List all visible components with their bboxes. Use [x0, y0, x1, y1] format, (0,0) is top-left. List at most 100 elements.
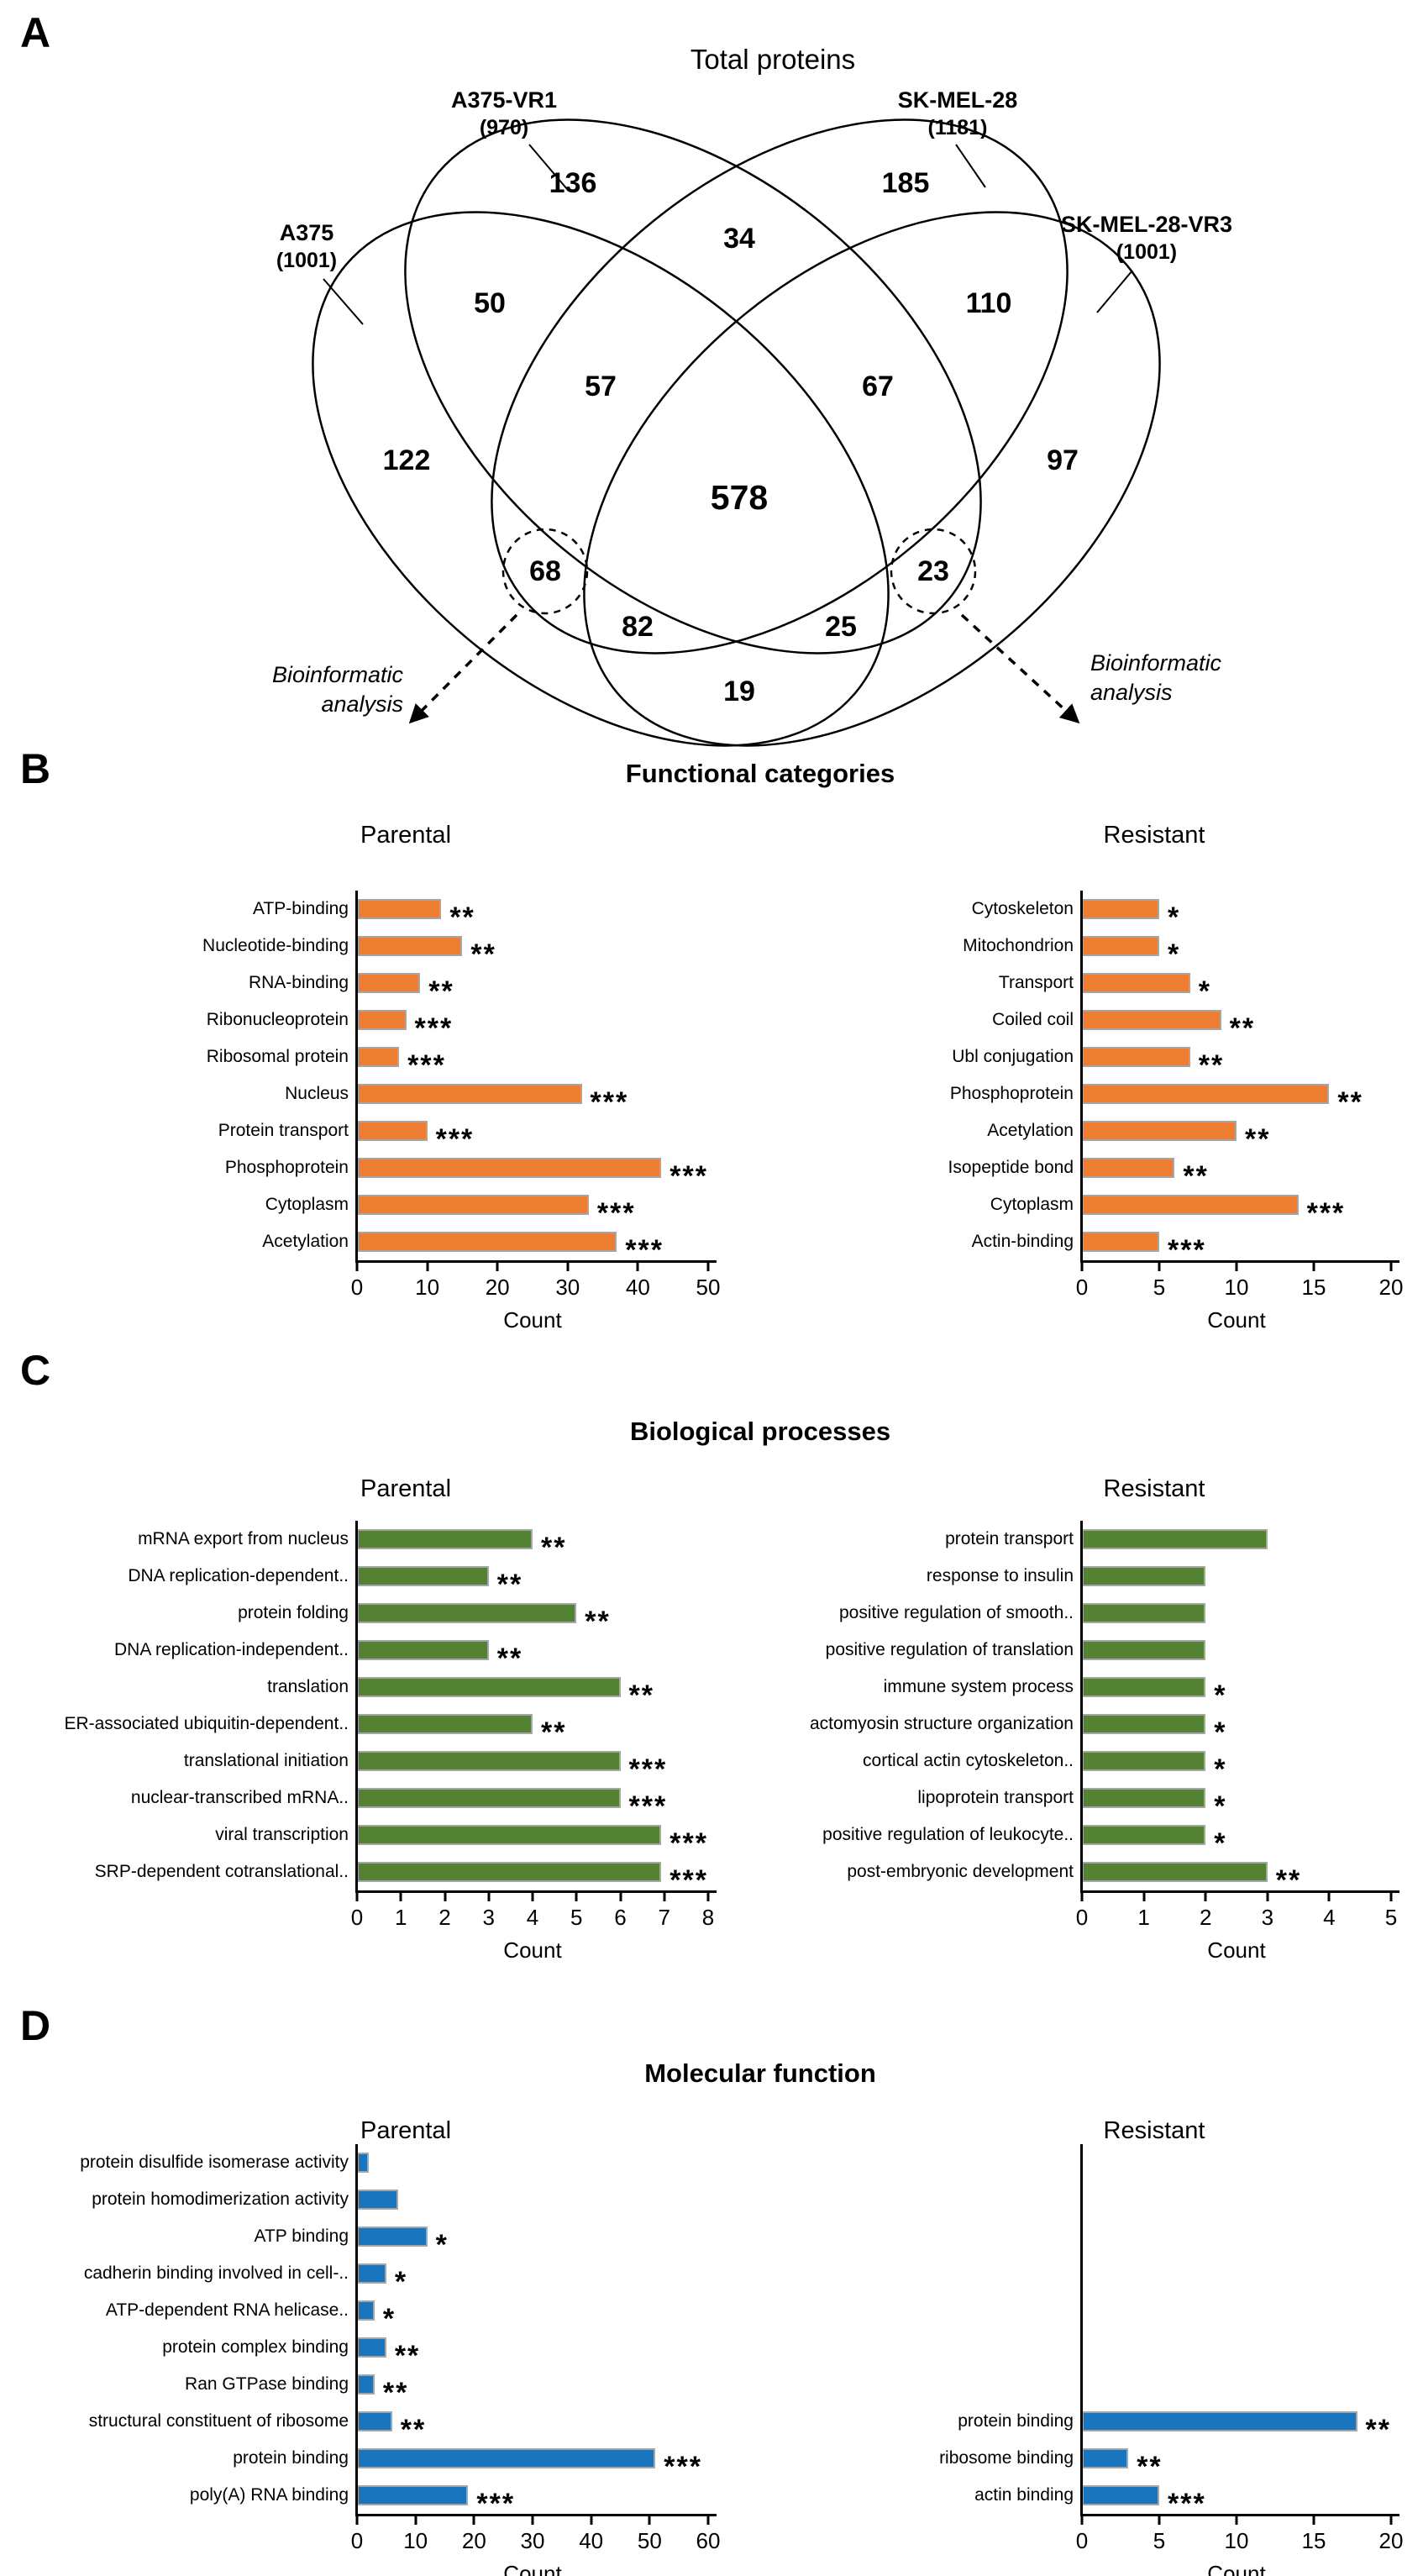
bar-rows: mRNA export from nucleus**DNA replicatio… [50, 1521, 708, 1896]
bar-zone: ** [357, 891, 708, 933]
bar [1082, 1714, 1206, 1734]
category-label: Phosphoprotein [224, 1158, 349, 1177]
venn-ellipse-sk-mel-28 [491, 118, 1069, 655]
bar [1082, 1047, 1190, 1067]
category-label: protein folding [238, 1603, 349, 1622]
bar-zone [1082, 2255, 1391, 2292]
significance-stars: ** [1337, 1086, 1363, 1118]
category-label: protein binding [958, 2411, 1074, 2431]
axis-tick-mark [663, 1893, 666, 1901]
axis-tick-label: 10 [415, 1275, 440, 1300]
bar-zone: *** [357, 1075, 708, 1118]
category-label: Phosphoprotein [949, 1084, 1074, 1103]
bar [1082, 1825, 1206, 1845]
bar-row: positive regulation of translation [781, 1632, 1391, 1669]
bar-row: protein disulfide isomerase activity [50, 2144, 708, 2181]
bar-zone: * [1082, 928, 1391, 970]
bar-row: poly(A) RNA binding*** [50, 2477, 708, 2520]
bar-zone: *** [1082, 2477, 1391, 2520]
highlight-circle-68 [501, 528, 589, 615]
category-label: ATP binding [254, 2226, 349, 2246]
axis-tick-label: 0 [1075, 1275, 1089, 1300]
significance-stars: ** [496, 1568, 523, 1601]
bar [357, 1714, 533, 1734]
bar-row: ATP binding * [50, 2218, 708, 2261]
axis-tick-label: 20 [485, 1275, 510, 1300]
axis-tick-mark [636, 1263, 639, 1271]
axis-tick-label: 20 [1378, 2528, 1404, 2553]
axis-tick-mark [1080, 1893, 1084, 1901]
bar-row: protein binding** [781, 2403, 1391, 2446]
bar-row: Ubl conjugation** [781, 1038, 1391, 1081]
axis-tick-mark [355, 2516, 359, 2525]
bar-zone: *** [357, 2477, 708, 2520]
bar [357, 1121, 428, 1141]
bar [357, 936, 463, 956]
significance-stars: * [1198, 975, 1212, 1007]
bar [1082, 1084, 1330, 1104]
significance-stars: * [1214, 1827, 1227, 1859]
significance-stars: * [1168, 901, 1181, 933]
set-label-a375: A375 [280, 220, 334, 245]
significance-stars: * [394, 2265, 408, 2298]
bar-row: actin binding*** [781, 2477, 1391, 2520]
category-label: Acetylation [262, 1232, 349, 1251]
axis-tick-label: 0 [1075, 2528, 1089, 2553]
x-axis-label: Count [503, 1307, 562, 1333]
group-label-resistant-c: Resistant [1103, 1475, 1205, 1502]
bar [357, 2448, 656, 2468]
significance-stars: * [1214, 1679, 1227, 1711]
group-label-parental-b: Parental [360, 822, 452, 849]
axis-tick-label: 8 [701, 1905, 715, 1930]
axis-tick-label: 40 [579, 2528, 604, 2553]
category-label: response to insulin [926, 1566, 1074, 1585]
bar-zone: *** [1082, 1186, 1391, 1229]
set-count-a375: (1001) [276, 249, 337, 272]
category-label: ER-associated ubiquitin-dependent.. [64, 1714, 349, 1733]
significance-stars: ** [382, 2376, 409, 2409]
bar-row [781, 2181, 1391, 2218]
axis-tick-label: 4 [526, 1905, 539, 1930]
significance-stars: * [1168, 938, 1181, 970]
bioinformatic-line1: Bioinformatic [271, 662, 403, 687]
venn-region-bcd: 67 [862, 371, 894, 402]
significance-stars: * [1214, 1716, 1227, 1748]
axis-tick-mark [1266, 1893, 1269, 1901]
venn-title: Total proteins [690, 44, 856, 75]
category-label: nuclear-transcribed mRNA.. [130, 1788, 349, 1807]
bioinformatic-line2: analysis [321, 691, 403, 718]
bar-zone: *** [357, 1186, 708, 1229]
bar-row: protein folding** [50, 1595, 708, 1638]
venn-region-ab: 50 [474, 287, 506, 319]
significance-stars: ** [541, 1716, 567, 1748]
bar-row: lipoprotein transport* [781, 1780, 1391, 1822]
venn-region-c: 185 [882, 167, 930, 199]
x-axis-line [1080, 2514, 1399, 2516]
bar-row: DNA replication-dependent..** [50, 1558, 708, 1601]
bar [357, 1232, 617, 1252]
bar-row: ATP-dependent RNA helicase..* [50, 2292, 708, 2335]
axis-tick-mark [472, 2516, 475, 2525]
bar [357, 2190, 398, 2210]
venn-region-abcd: 578 [711, 478, 768, 517]
bar-row: Actin-binding*** [781, 1223, 1391, 1266]
bioinformatic-line2: analysis [1090, 680, 1173, 706]
significance-stars: * [435, 2228, 449, 2261]
venn-region-abc: 57 [585, 371, 617, 402]
bar [357, 1529, 533, 1549]
bar [357, 1047, 400, 1067]
bar-row: translational initiation*** [50, 1743, 708, 1785]
category-label: Nucleus [285, 1084, 349, 1103]
venn-region-cd: 110 [966, 287, 1012, 319]
bar-row: Protein transport*** [50, 1112, 708, 1155]
axis-tick-label: 10 [1224, 1275, 1249, 1300]
bar-row: RNA-binding** [50, 965, 708, 1007]
category-label: ATP-binding [252, 899, 349, 918]
bar-row: Ran GTPase binding** [50, 2366, 708, 2409]
bar [357, 2153, 369, 2173]
bar-row: Cytoskeleton* [781, 891, 1391, 933]
bar-zone [1082, 2366, 1391, 2403]
bar-row: protein homodimerization activity [50, 2181, 708, 2218]
